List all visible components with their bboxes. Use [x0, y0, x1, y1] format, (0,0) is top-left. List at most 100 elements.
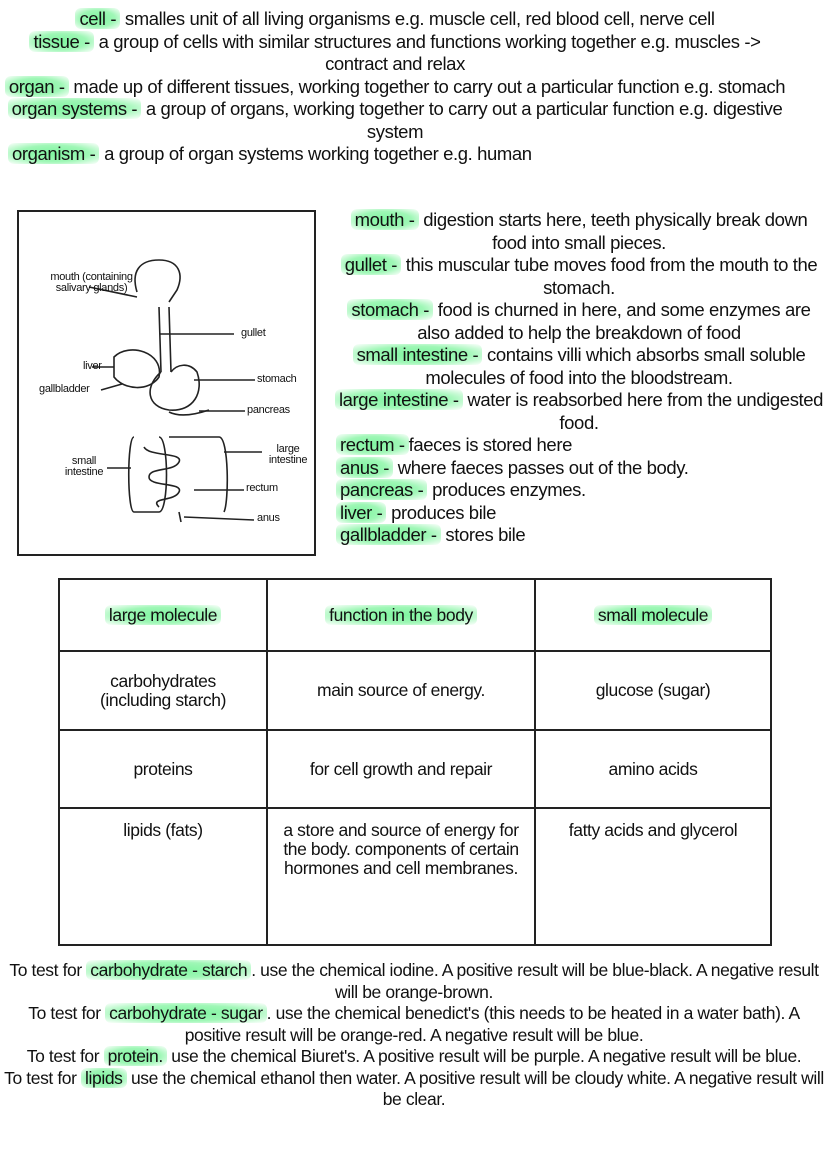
definitions-section: cell - smalles unit of all living organi…	[0, 8, 790, 166]
header-text: function in the body	[325, 604, 477, 625]
term-highlight: pancreas -	[336, 479, 428, 500]
label-liver: liver	[83, 360, 102, 372]
table-cell: for cell growth and repair	[266, 729, 536, 809]
organ-text: faeces is stored here	[408, 434, 573, 455]
table-cell: a store and source of energy for the bod…	[266, 807, 536, 946]
term-highlight: tissue -	[29, 30, 94, 52]
rectum-shape	[178, 511, 182, 523]
label-pancreas: pancreas	[247, 404, 290, 416]
table-header: function in the body	[266, 578, 536, 652]
definition-text: a group of cells with similar structures…	[93, 30, 761, 75]
test-text: use the chemical Biuret's. A positive re…	[166, 1046, 802, 1066]
term-highlight: gallbladder -	[336, 524, 441, 545]
definition-organism: organism - a group of organ systems work…	[0, 143, 790, 166]
test-prefix: To test for	[9, 960, 87, 980]
organ-text: produces enzymes.	[427, 479, 586, 500]
term-highlight: cell -	[75, 8, 121, 29]
test-prefix: To test for	[26, 1046, 104, 1066]
header-text: small molecule	[593, 604, 713, 625]
organ-text: stores bile	[440, 524, 526, 545]
term-highlight: carbohydrate - starch	[86, 960, 252, 980]
term-highlight: gullet -	[340, 254, 402, 275]
term-highlight: mouth -	[350, 209, 419, 230]
test-prefix: To test for	[4, 1067, 82, 1088]
digestive-system-drawing	[88, 259, 262, 523]
definition-cell: cell - smalles unit of all living organi…	[0, 8, 790, 31]
term-highlight: rectum -	[336, 434, 409, 455]
mouth-shape	[134, 259, 181, 303]
table-header-row: large molecule function in the body smal…	[58, 578, 772, 652]
term-highlight: small intestine -	[352, 344, 483, 365]
small-intestine-shape	[143, 446, 180, 508]
term-highlight: carbohydrate - sugar	[105, 1003, 267, 1023]
organ-text: produces bile	[386, 501, 497, 523]
molecules-table: large molecule function in the body smal…	[58, 578, 772, 946]
table-cell: main source of energy.	[266, 650, 536, 731]
definition-text: a group of organs, working together to c…	[141, 98, 783, 142]
label-stomach: stomach	[257, 373, 297, 385]
term-highlight: organ systems -	[7, 98, 142, 119]
stomach-shape	[149, 364, 200, 411]
table-row: carbohydrates (including starch) main so…	[58, 650, 772, 731]
label-gullet: gullet	[241, 327, 266, 339]
test-lipids: To test for lipids use the chemical etha…	[0, 1067, 828, 1111]
term-highlight: stomach -	[347, 299, 434, 320]
organ-text: water is reabsorbed here from the undige…	[462, 389, 824, 433]
definition-text: made up of different tissues, working to…	[68, 75, 786, 97]
table-cell: fatty acids and glycerol	[534, 807, 772, 946]
test-text: . use the chemical iodine. A positive re…	[251, 960, 819, 1002]
header-text: large molecule	[104, 604, 222, 625]
definition-organ-systems: organ systems - a group of organs, worki…	[0, 98, 790, 143]
organ-mouth: mouth - digestion starts here, teeth phy…	[332, 209, 826, 254]
label-gallbladder: gallbladder	[39, 383, 90, 395]
organ-small-intestine: small intestine - contains villi which a…	[332, 344, 826, 389]
organ-pancreas: pancreas - produces enzymes.	[332, 479, 826, 502]
label-large-intestine: large intestine	[268, 443, 308, 466]
definition-tissue: tissue - a group of cells with similar s…	[0, 30, 790, 76]
term-highlight: liver -	[336, 501, 387, 523]
table-header: large molecule	[58, 578, 268, 652]
table-header: small molecule	[534, 578, 772, 652]
organ-gullet: gullet - this muscular tube moves food f…	[332, 254, 826, 299]
organ-liver: liver - produces bile	[332, 501, 826, 525]
table-cell: glucose (sugar)	[534, 650, 772, 731]
test-prefix: To test for	[28, 1003, 106, 1023]
test-text: . use the chemical benedict's (this need…	[184, 1003, 800, 1045]
table-cell: carbohydrates (including starch)	[58, 650, 268, 731]
term-highlight: anus -	[336, 456, 394, 478]
organ-text: this muscular tube moves food from the m…	[401, 254, 818, 298]
organ-text: digestion starts here, teeth physically …	[418, 209, 808, 253]
organ-rectum: rectum -faeces is stored here	[332, 434, 826, 457]
organ-gallbladder: gallbladder - stores bile	[332, 524, 826, 547]
label-mouth: mouth (containing salivary glands)	[50, 271, 133, 294]
test-starch: To test for carbohydrate - starch. use t…	[0, 960, 828, 1003]
term-highlight: organ -	[4, 75, 69, 97]
definition-organ: organ - made up of different tissues, wo…	[0, 75, 790, 99]
liver-shape	[113, 349, 161, 389]
label-leader-lines	[88, 286, 262, 521]
gullet-shape	[158, 306, 172, 373]
table-cell: amino acids	[534, 729, 772, 809]
food-tests-section: To test for carbohydrate - starch. use t…	[0, 960, 828, 1111]
table-row: proteins for cell growth and repair amin…	[58, 729, 772, 809]
test-sugar: To test for carbohydrate - sugar. use th…	[0, 1003, 828, 1046]
test-protein: To test for protein. use the chemical Bi…	[0, 1046, 828, 1068]
term-highlight: lipids	[81, 1067, 127, 1088]
table-row: lipids (fats) a store and source of ener…	[58, 807, 772, 946]
definition-text: a group of organ systems working togethe…	[99, 143, 532, 164]
term-highlight: organism -	[8, 143, 100, 164]
table-cell: lipids (fats)	[58, 807, 268, 946]
organ-functions-section: mouth - digestion starts here, teeth phy…	[332, 209, 826, 547]
label-anus: anus	[257, 512, 280, 524]
organ-text: where faeces passes out of the body.	[393, 456, 689, 478]
term-highlight: protein.	[103, 1046, 167, 1066]
label-rectum: rectum	[246, 482, 278, 494]
organ-stomach: stomach - food is churned in here, and s…	[332, 299, 826, 344]
large-intestine-shape	[127, 436, 229, 513]
table-cell: proteins	[58, 729, 268, 809]
label-small-intestine: small intestine	[64, 455, 104, 478]
test-text: use the chemical ethanol then water. A p…	[126, 1067, 824, 1110]
definition-text: smalles unit of all living organisms e.g…	[120, 8, 715, 29]
term-highlight: large intestine -	[334, 389, 463, 410]
organ-anus: anus - where faeces passes out of the bo…	[332, 456, 826, 480]
